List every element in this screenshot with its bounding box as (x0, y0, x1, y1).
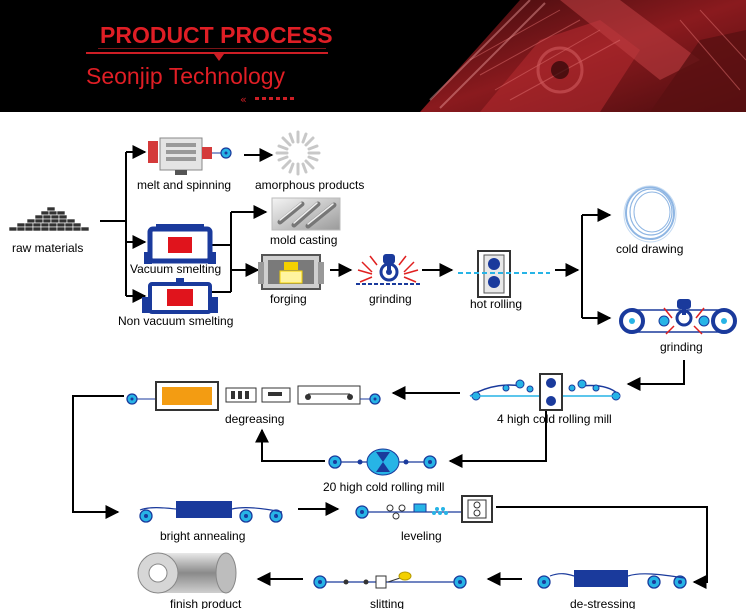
arrow-to-de-stressing (496, 506, 708, 589)
leveling-line-icon (355, 495, 493, 523)
banner-divider (86, 52, 328, 54)
raw-materials-label: raw materials (12, 241, 84, 255)
four-high-rolling-mill-icon (469, 373, 621, 411)
cold-drawing-label: cold drawing (616, 242, 684, 256)
leveling-label: leveling (401, 529, 442, 543)
vacuum-smelting-label: Vacuum smelting (130, 262, 222, 276)
de-stressing-line-icon (537, 570, 687, 589)
degreasing-line-icon (126, 381, 381, 411)
hot-rolling-mill-icon (458, 250, 550, 298)
non-vacuum-smelting-furnace-icon (142, 278, 218, 314)
mold-casting-rods-icon (271, 197, 341, 231)
finish-product-coil-icon (137, 552, 237, 594)
double-chevron-left-icon: « (240, 93, 247, 106)
arrow-to-bright-annealing (72, 395, 124, 519)
banner-subtitle: Seonjip Technology (86, 63, 286, 89)
degreasing-label: degreasing (225, 412, 285, 426)
cold-drawing-coil-icon (623, 185, 677, 243)
forging-press-icon (258, 254, 324, 290)
bright-annealing-line-icon (139, 501, 283, 523)
bright-annealing-label: bright annealing (160, 529, 246, 543)
forging-label: forging (270, 292, 307, 306)
slitting-label: slitting (370, 597, 405, 609)
vacuum-smelting-furnace-icon (144, 224, 216, 264)
arrow-20high-back (255, 428, 325, 462)
raw-materials-bricks-icon (8, 206, 90, 232)
grinding-2-label: grinding (660, 340, 703, 354)
banner-title: PRODUCT PROCESS (100, 22, 333, 48)
header-banner: PRODUCT PROCESS Seonjip Technology « (0, 0, 746, 112)
grinding-label: grinding (369, 292, 412, 306)
banner-pointer-icon (214, 54, 224, 61)
de-stressing-label: de-stressing (570, 597, 636, 609)
twenty-high-mill-label: 20 high cold rolling mill (323, 480, 445, 494)
grinding-machine-icon (356, 254, 422, 285)
slitting-line-icon (313, 571, 467, 589)
banner-background-graphic (420, 0, 746, 112)
finish-product-label: finish product (170, 597, 242, 609)
non-vacuum-smelting-label: Non vacuum smelting (118, 314, 234, 328)
banner-divider-thin (98, 48, 326, 49)
flow-arrows (72, 145, 708, 589)
melt-spinning-machine-icon (148, 137, 232, 175)
arrow-to-20high (448, 410, 547, 468)
melt-spinning-label: melt and spinning (137, 178, 232, 192)
banner-dotted-line (255, 97, 295, 100)
grinding-line-icon (619, 299, 737, 335)
amorphous-products-icon (275, 130, 321, 176)
four-high-mill-label: 4 high cold rolling mill (497, 412, 612, 426)
twenty-high-rolling-mill-icon (328, 448, 437, 476)
arrow-to-4high (626, 360, 685, 391)
amorphous-products-label: amorphous products (255, 178, 365, 192)
mold-casting-label: mold casting (270, 233, 338, 247)
hot-rolling-label: hot rolling (470, 297, 523, 311)
